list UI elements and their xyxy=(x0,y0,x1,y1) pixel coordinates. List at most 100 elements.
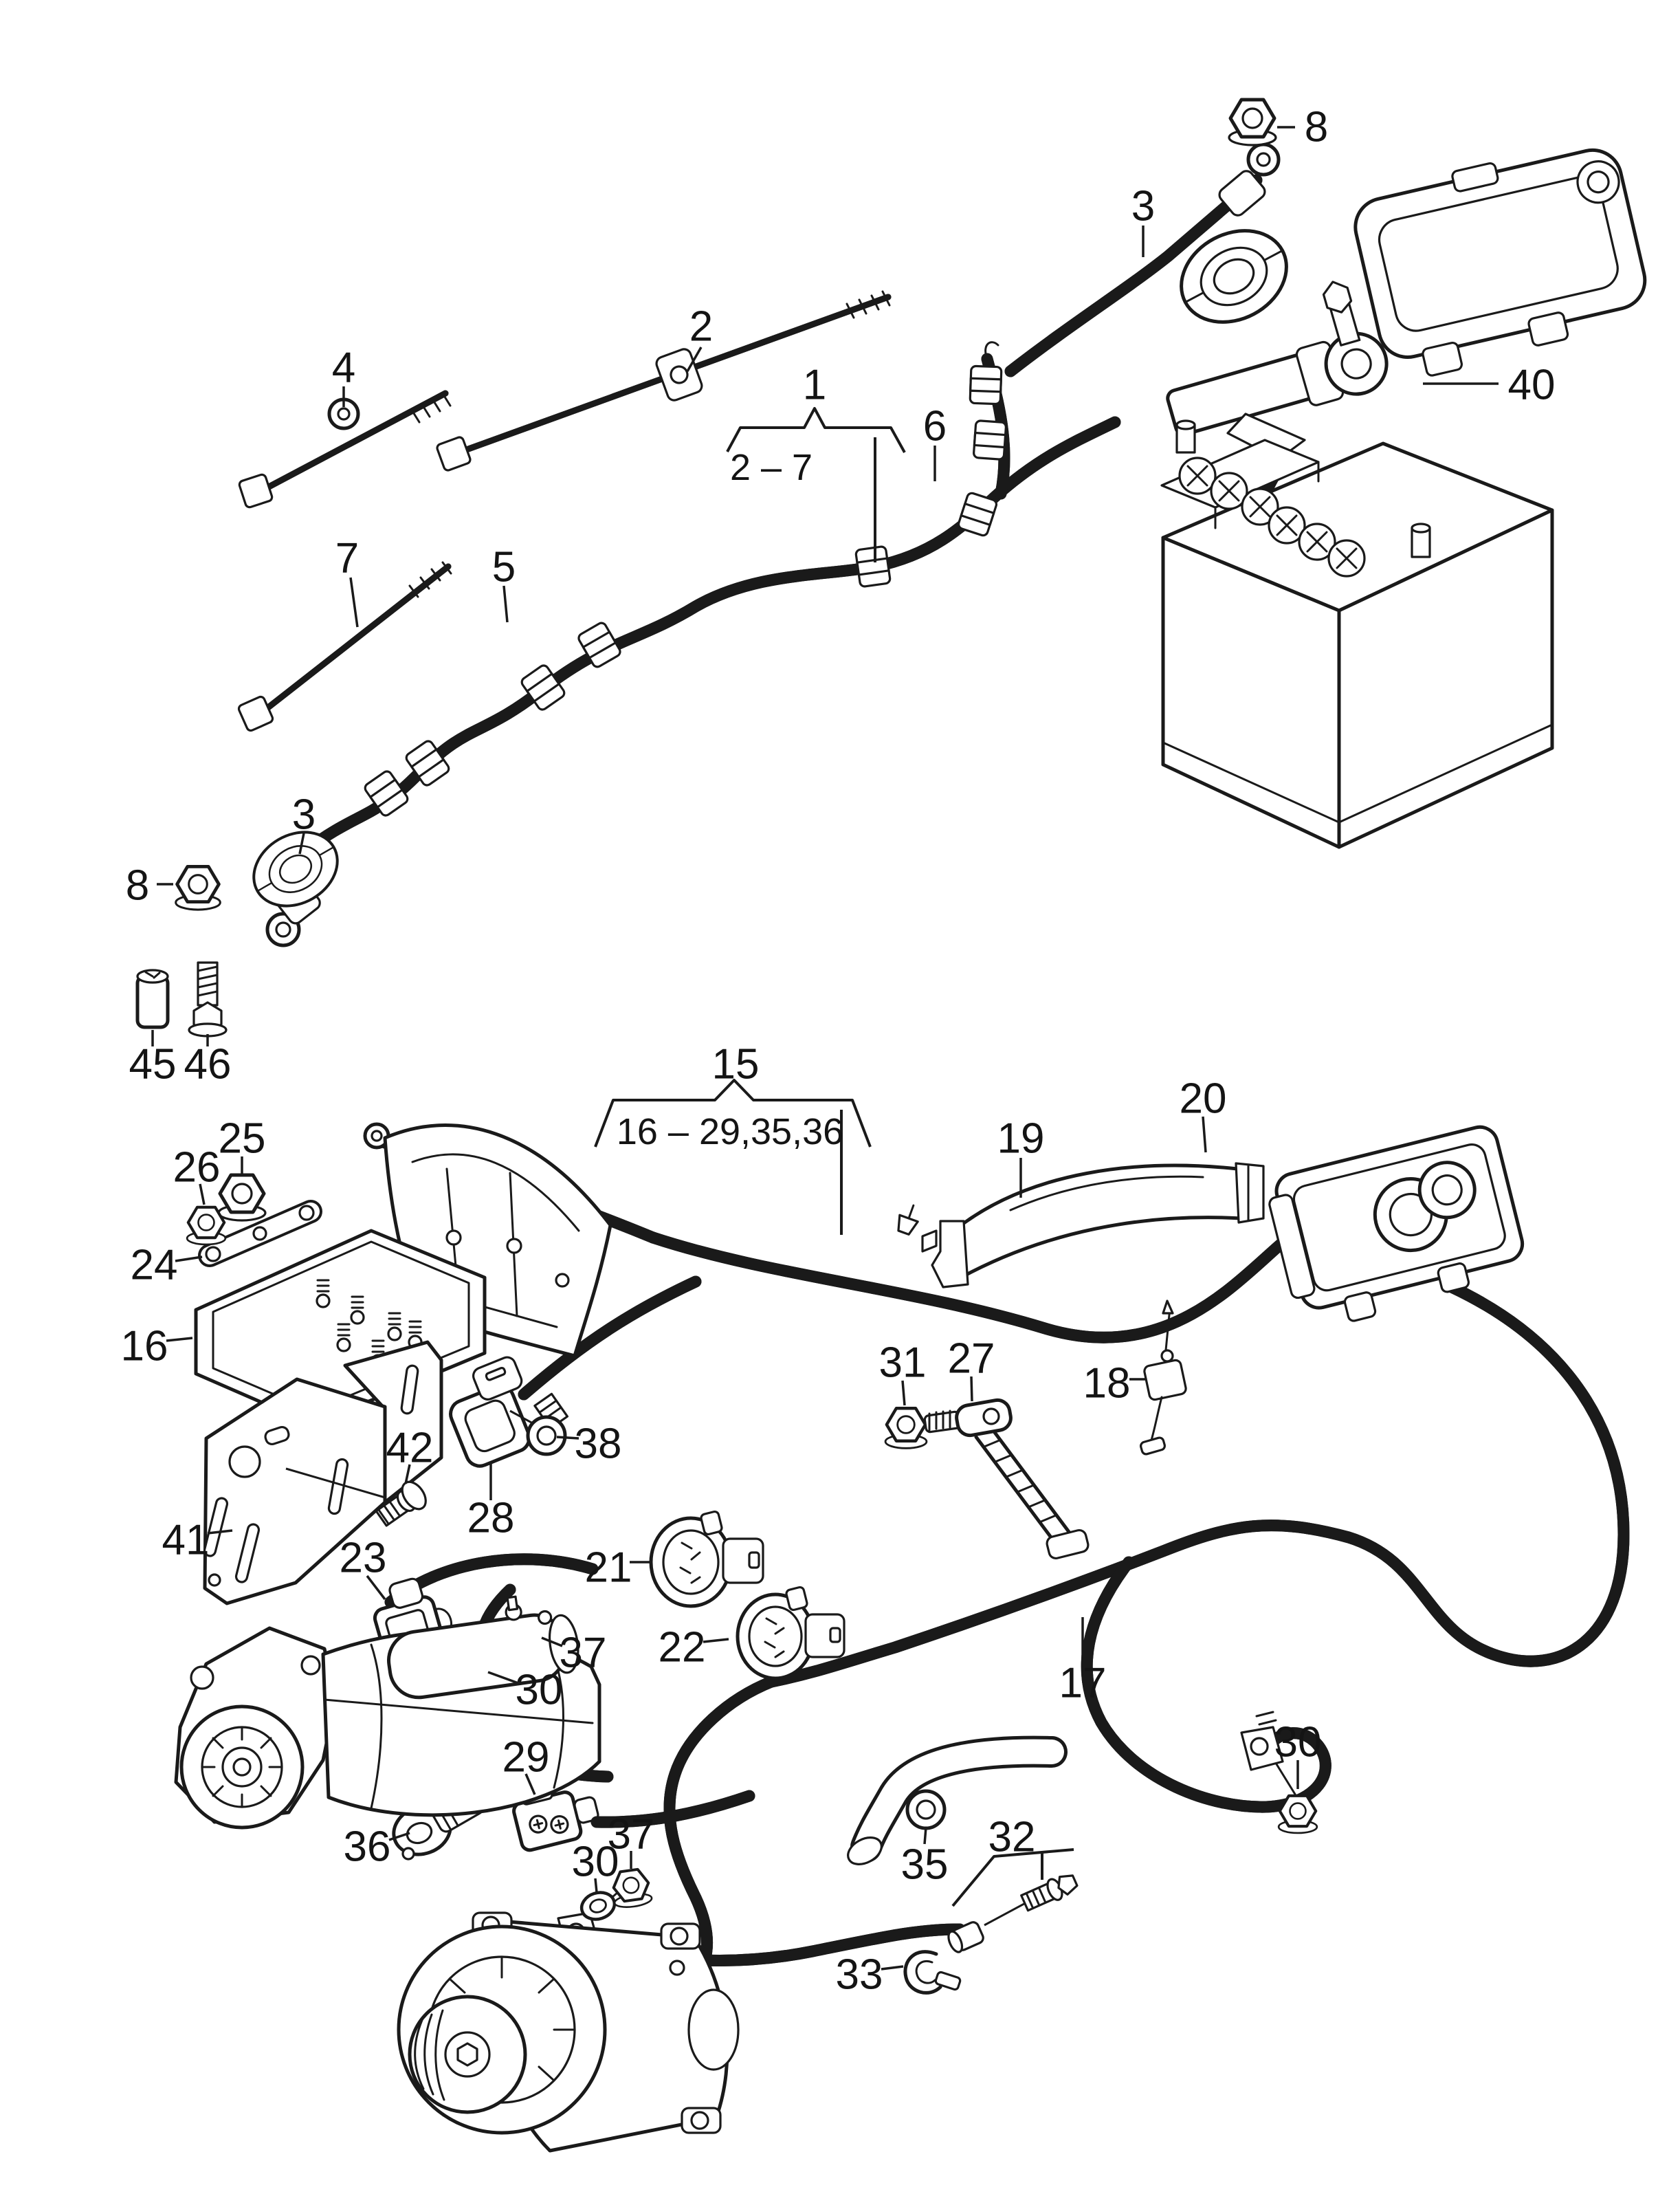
callout-label-cable-tie-4[interactable]: 4 xyxy=(332,344,355,392)
callout-cable-tie-4[interactable]: 4 xyxy=(332,344,355,408)
callout-cable-6[interactable]: 6 xyxy=(923,403,947,482)
callout-harness-group-15[interactable]: 15 xyxy=(712,1041,760,1088)
callout-nut-37-front[interactable]: 37 xyxy=(541,1630,607,1677)
callout-nut-37-lower[interactable]: 37 xyxy=(608,1811,655,1869)
callout-tie-18[interactable]: 18 xyxy=(1083,1360,1145,1407)
grommet-3-top-part xyxy=(1165,213,1302,340)
callout-connector-22[interactable]: 22 xyxy=(659,1624,729,1671)
callout-cover-20[interactable]: 20 xyxy=(1180,1075,1227,1153)
callout-connector-28[interactable]: 28 xyxy=(467,1462,515,1542)
callout-label-range-16-29-35-36[interactable]: 16 – 29,35,36 xyxy=(617,1111,843,1152)
callout-label-nut-37-lower[interactable]: 37 xyxy=(608,1811,655,1858)
callout-label-nut-8-left[interactable]: 8 xyxy=(126,862,149,910)
callout-cable-tie-7[interactable]: 7 xyxy=(335,535,359,628)
callout-washer-30-lower[interactable]: 30 xyxy=(572,1839,619,1893)
callout-label-terminal-clamp-40[interactable]: 40 xyxy=(1508,362,1556,409)
callout-leader-connector-29 xyxy=(524,1773,536,1795)
callout-cable-tie-2[interactable]: 2 xyxy=(686,303,713,372)
callout-label-nut-31[interactable]: 31 xyxy=(879,1339,927,1387)
callout-label-cable-6[interactable]: 6 xyxy=(923,403,947,450)
battery-terminal-cover xyxy=(1353,148,1647,377)
callout-label-connector-29[interactable]: 29 xyxy=(502,1734,550,1781)
clip-33-part xyxy=(903,1950,962,1995)
callout-label-range-2-7[interactable]: 2 – 7 xyxy=(730,447,813,488)
callout-busbar-24[interactable]: 24 xyxy=(131,1242,203,1289)
callout-plug-38[interactable]: 38 xyxy=(556,1420,622,1468)
callout-label-busbar-24[interactable]: 24 xyxy=(131,1242,178,1289)
callout-label-cable-tie-7[interactable]: 7 xyxy=(335,535,359,582)
connector-28-part xyxy=(449,1356,541,1468)
callout-strap-27[interactable]: 27 xyxy=(948,1335,995,1402)
callout-connector-29[interactable]: 29 xyxy=(502,1734,550,1795)
callout-terminal-clamp-40[interactable]: 40 xyxy=(1423,362,1555,409)
callout-nut-25[interactable]: 25 xyxy=(219,1115,266,1175)
callout-bolt-46[interactable]: 46 xyxy=(184,1034,232,1088)
callout-fuse-holder-16[interactable]: 16 xyxy=(121,1323,193,1370)
nut-8-left-part xyxy=(176,866,221,910)
callout-cap-45[interactable]: 45 xyxy=(129,1030,177,1088)
callout-nut-8-top[interactable]: 8 xyxy=(1277,104,1328,151)
callout-label-duct-19[interactable]: 19 xyxy=(997,1115,1045,1163)
callout-clip-33[interactable]: 33 xyxy=(836,1951,904,1999)
callout-label-harness-group-15[interactable]: 15 xyxy=(712,1041,760,1088)
callout-duct-19[interactable]: 19 xyxy=(997,1115,1045,1198)
callout-label-screw-42[interactable]: 42 xyxy=(386,1425,434,1472)
callout-label-cable-tie-2[interactable]: 2 xyxy=(689,303,713,351)
callout-label-nut-8-top[interactable]: 8 xyxy=(1305,104,1328,151)
callout-label-harness-group-1[interactable]: 1 xyxy=(803,362,826,409)
callout-label-washer-30-lower[interactable]: 30 xyxy=(572,1839,619,1886)
callout-washer-30-front[interactable]: 30 xyxy=(487,1667,563,1714)
callout-nut-26[interactable]: 26 xyxy=(173,1144,221,1205)
battery-cable-harness xyxy=(265,341,1121,947)
callout-label-nut-37-front[interactable]: 37 xyxy=(560,1630,607,1677)
callout-label-cap-45[interactable]: 45 xyxy=(129,1041,177,1088)
callout-harness-5[interactable]: 5 xyxy=(492,544,516,623)
callout-leader-bracket-41 xyxy=(207,1529,233,1535)
callout-nut-30-rear[interactable]: 30 xyxy=(1274,1719,1322,1790)
callout-label-ground-cable-17[interactable]: 17 xyxy=(1059,1660,1107,1707)
callout-ground-cable-17[interactable]: 17 xyxy=(1059,1617,1107,1707)
callout-label-nut-25[interactable]: 25 xyxy=(219,1115,266,1163)
callout-label-cover-20[interactable]: 20 xyxy=(1180,1075,1227,1123)
callout-bracket-41[interactable]: 41 xyxy=(162,1517,233,1564)
callout-leader-part-36 xyxy=(388,1832,410,1841)
callout-label-bracket-41[interactable]: 41 xyxy=(162,1517,210,1564)
callout-label-washer-30-front[interactable]: 30 xyxy=(516,1667,563,1714)
callout-label-grommet-3-left[interactable]: 3 xyxy=(292,791,316,839)
callout-label-connector-28[interactable]: 28 xyxy=(467,1495,515,1542)
callout-label-connector-22[interactable]: 22 xyxy=(659,1624,706,1671)
callout-screw-42[interactable]: 42 xyxy=(386,1425,434,1484)
callout-harness-group-1[interactable]: 1 xyxy=(803,362,826,409)
callout-label-strap-27[interactable]: 27 xyxy=(948,1335,995,1383)
callout-label-harness-5[interactable]: 5 xyxy=(492,544,516,591)
callout-label-fastener-set-32[interactable]: 32 xyxy=(988,1814,1036,1861)
callout-part-36[interactable]: 36 xyxy=(344,1823,410,1871)
callout-fastener-set-32[interactable]: 32 xyxy=(988,1814,1036,1861)
callout-leader-strap-27 xyxy=(970,1376,973,1402)
starter-motor xyxy=(174,1595,601,1830)
callout-label-nut-26[interactable]: 26 xyxy=(173,1144,221,1192)
callout-label-plug-38[interactable]: 38 xyxy=(575,1420,622,1468)
callout-label-clip-33[interactable]: 33 xyxy=(836,1951,883,1999)
callout-label-tie-18[interactable]: 18 xyxy=(1083,1360,1131,1407)
callout-range-16-29-35-36[interactable]: 16 – 29,35,36 xyxy=(617,1111,843,1152)
callout-label-fuse-holder-16[interactable]: 16 xyxy=(121,1323,168,1370)
callout-label-connector-21[interactable]: 21 xyxy=(585,1544,632,1592)
callout-nut-8-left[interactable]: 8 xyxy=(126,862,173,910)
callout-label-grommet-3-top[interactable]: 3 xyxy=(1131,183,1155,230)
callout-grommet-3-top[interactable]: 3 xyxy=(1131,183,1155,258)
callout-range-2-7[interactable]: 2 – 7 xyxy=(730,447,813,488)
callout-connector-21[interactable]: 21 xyxy=(585,1544,652,1592)
nut-8-top-part xyxy=(1229,100,1276,145)
callout-pipe-35[interactable]: 35 xyxy=(901,1827,949,1889)
positive-battery-cable xyxy=(1004,142,1281,377)
callout-connector-23[interactable]: 23 xyxy=(340,1535,387,1601)
callout-leader-connector-22 xyxy=(703,1638,729,1643)
callout-nut-31[interactable]: 31 xyxy=(879,1339,927,1406)
callout-grommet-3-left[interactable]: 3 xyxy=(292,791,316,855)
callout-label-connector-23[interactable]: 23 xyxy=(340,1535,387,1582)
callout-label-nut-30-rear[interactable]: 30 xyxy=(1274,1719,1322,1766)
callout-label-pipe-35[interactable]: 35 xyxy=(901,1841,949,1889)
callout-label-part-36[interactable]: 36 xyxy=(344,1823,391,1871)
callout-label-bolt-46[interactable]: 46 xyxy=(184,1041,232,1088)
